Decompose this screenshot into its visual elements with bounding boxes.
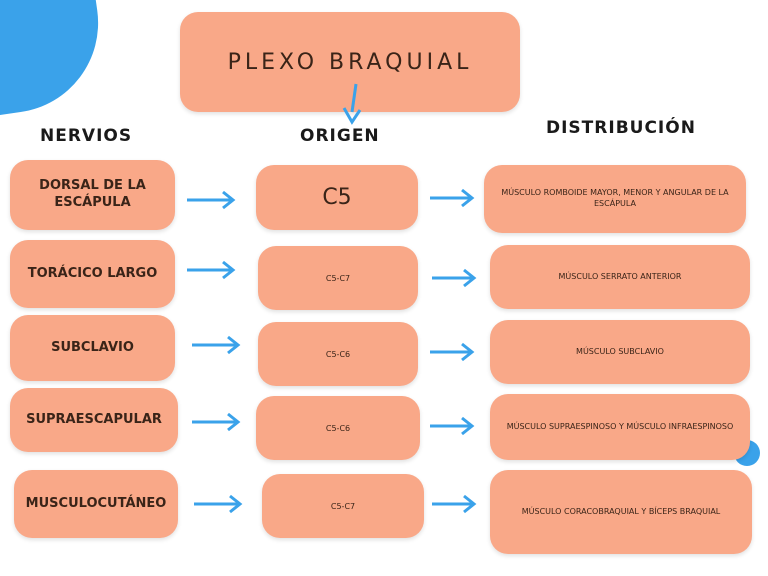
right-arrow-icon [430, 342, 475, 362]
header-origin: ORIGEN [300, 126, 380, 146]
distribution-label: MÚSCULO ROMBOIDE MAYOR, MENOR Y ANGULAR … [501, 188, 729, 208]
distribution-label: MÚSCULO SUBCLAVIO [576, 346, 664, 356]
right-arrow-icon [430, 188, 475, 208]
nerve-box: SUPRAESCAPULAR [10, 388, 178, 452]
right-arrow-icon [192, 412, 241, 432]
origin-label: C5-C6 [325, 349, 351, 359]
distribution-box: MÚSCULO SUPRAESPINOSO Y MÚSCULO INFRAESP… [490, 394, 750, 460]
distribution-label: MÚSCULO SERRATO ANTERIOR [558, 271, 682, 281]
distribution-box: MÚSCULO CORACOBRAQUIAL Y BÍCEPS BRAQUIAL [490, 470, 752, 554]
origin-box: C5-C7 [258, 246, 418, 310]
origin-box: C5-C7 [262, 474, 424, 538]
distribution-box: MÚSCULO SUBCLAVIO [490, 320, 750, 384]
nerve-label: DORSAL DE LA ESCÁPULA [39, 178, 146, 210]
origin-label: C5-C6 [325, 423, 351, 433]
right-arrow-icon [432, 268, 477, 288]
header-nerves: NERVIOS [40, 126, 133, 146]
nerve-label: TORÁCICO LARGO [27, 265, 158, 281]
nerve-box: SUBCLAVIO [10, 315, 175, 381]
title-down-arrow-icon [342, 83, 362, 125]
right-arrow-icon [432, 494, 477, 514]
right-arrow-icon [194, 494, 243, 514]
origin-box: C5-C6 [256, 396, 420, 460]
nerve-box: DORSAL DE LA ESCÁPULA [10, 160, 175, 230]
right-arrow-icon [192, 335, 241, 355]
right-arrow-icon [187, 260, 236, 280]
distribution-label: MÚSCULO CORACOBRAQUIAL Y BÍCEPS BRAQUIAL [521, 506, 721, 516]
nerve-label: SUPRAESCAPULAR [26, 411, 162, 427]
right-arrow-icon [187, 190, 236, 210]
distribution-box: MÚSCULO SERRATO ANTERIOR [490, 245, 750, 309]
origin-box: C5-C6 [258, 322, 418, 386]
nerve-label: SUBCLAVIO [51, 339, 134, 355]
diagram-title: PLEXO BRAQUIAL [227, 49, 473, 75]
nerve-box: MUSCULOCUTÁNEO [14, 470, 178, 538]
title-box: PLEXO BRAQUIAL [180, 12, 520, 112]
origin-box: C5 [256, 165, 418, 230]
origin-label: C5-C7 [330, 501, 356, 511]
right-arrow-icon [430, 416, 475, 436]
decorative-blob-top-left [0, 0, 110, 120]
nerve-box: TORÁCICO LARGO [10, 240, 175, 308]
distribution-box: MÚSCULO ROMBOIDE MAYOR, MENOR Y ANGULAR … [484, 165, 746, 233]
header-distribution: DISTRIBUCIÓN [546, 118, 696, 138]
nerve-label: MUSCULOCUTÁNEO [25, 495, 167, 511]
distribution-label: MÚSCULO SUPRAESPINOSO Y MÚSCULO INFRAESP… [506, 421, 734, 431]
origin-label: C5-C7 [325, 273, 351, 283]
origin-label: C5 [322, 185, 352, 210]
